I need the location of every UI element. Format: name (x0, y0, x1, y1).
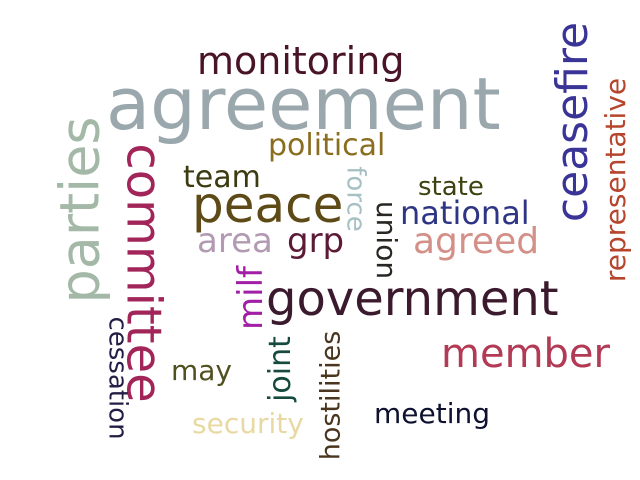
word-force: force (340, 166, 371, 232)
word-member: member (441, 331, 610, 377)
word-milf: milf (230, 266, 271, 330)
word-meeting: meeting (374, 397, 491, 430)
word-national: national (400, 194, 530, 232)
word-agreement: agreement (106, 62, 501, 146)
word-parties: parties (48, 116, 112, 304)
word-state: state (418, 172, 484, 202)
word-monitoring: monitoring (197, 39, 405, 83)
word-peace: peace (192, 176, 344, 234)
word-hostilities: hostilities (315, 330, 347, 460)
word-cessation: cessation (102, 315, 133, 440)
word-agreed: agreed (413, 221, 540, 262)
word-joint: joint (262, 336, 298, 402)
word-ceasefire: ceasefire (547, 21, 599, 223)
word-team: team (183, 160, 261, 195)
word-grp: grp (287, 221, 345, 261)
word-political: political (268, 128, 386, 163)
word-area: area (197, 221, 273, 261)
word-security: security (192, 407, 304, 440)
word-may: may (171, 354, 233, 387)
word-union: union (370, 200, 404, 280)
word-government: government (266, 271, 559, 327)
word-representative: representative (599, 77, 633, 283)
